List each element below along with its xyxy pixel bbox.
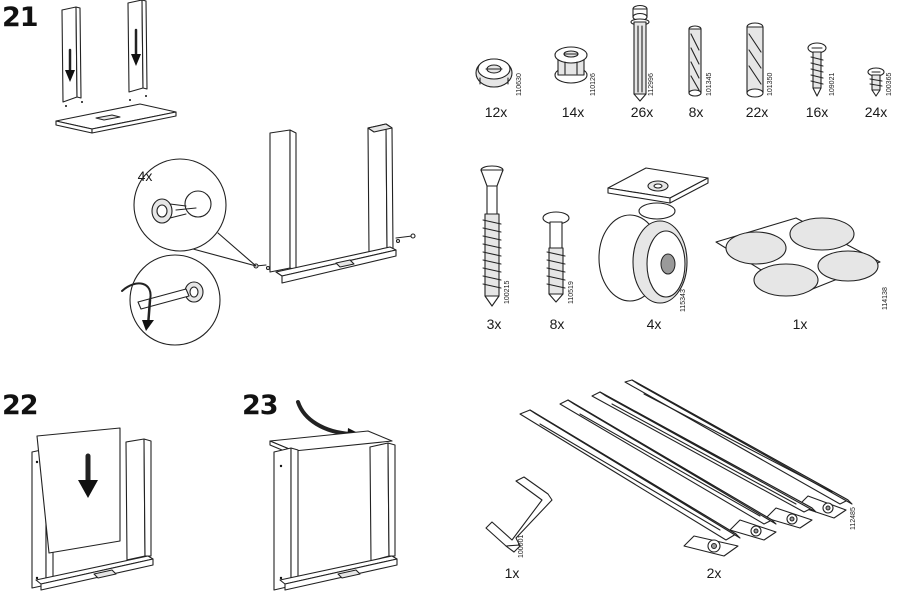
qty-screw-small: 24x bbox=[864, 104, 888, 120]
art-allen-key: 100001 bbox=[518, 534, 525, 558]
hw-cam-lock-icon bbox=[475, 58, 513, 88]
hw-felt-pads-icon bbox=[715, 217, 881, 297]
step21-carcass-assembly bbox=[253, 123, 416, 284]
step-number-23: 23 bbox=[242, 390, 279, 421]
art-wood-dowel-small: 101345 bbox=[706, 72, 713, 96]
art-screw-small: 100365 bbox=[886, 72, 893, 96]
qty-drawer-runners: 2x bbox=[706, 565, 722, 581]
step-number-21: 21 bbox=[2, 2, 39, 33]
art-wood-dowel-large: 101350 bbox=[767, 72, 774, 96]
qty-long-screw: 3x bbox=[486, 316, 502, 332]
step22-back-panel-insert bbox=[31, 427, 154, 591]
step21-side-panels-drop bbox=[55, 0, 177, 134]
qty-felt-pads: 1x bbox=[792, 316, 808, 332]
qty-wood-dowel-small: 8x bbox=[688, 104, 704, 120]
art-connector-bolt: 110519 bbox=[568, 281, 575, 304]
art-castor-wheel: 115343 bbox=[680, 289, 687, 312]
hw-screw-medium-icon bbox=[807, 42, 827, 97]
hw-screw-small-icon bbox=[867, 67, 885, 97]
art-long-screw: 100215 bbox=[504, 280, 511, 304]
hw-wood-dowel-large-icon bbox=[746, 22, 764, 98]
hw-allen-key-icon bbox=[485, 476, 553, 553]
qty-connector-bolt: 8x bbox=[549, 316, 565, 332]
qty-cam-bolt: 26x bbox=[630, 104, 654, 120]
detail-quantity: 4x bbox=[137, 168, 153, 184]
qty-cam-lock: 12x bbox=[484, 104, 508, 120]
art-felt-pads: 114138 bbox=[882, 287, 889, 310]
hw-cam-bolt-icon bbox=[630, 4, 650, 102]
art-drawer-runners: 112485 bbox=[850, 507, 857, 530]
qty-castor-wheel: 4x bbox=[646, 316, 662, 332]
art-cam-lock-large: 110126 bbox=[590, 73, 597, 96]
step23-top-panel-slide bbox=[269, 400, 398, 591]
hw-connector-bolt-icon bbox=[542, 211, 570, 303]
step21-detail-circles bbox=[121, 158, 257, 346]
step-number-22: 22 bbox=[2, 390, 39, 421]
qty-screw-medium: 16x bbox=[805, 104, 829, 120]
qty-allen-key: 1x bbox=[504, 565, 520, 581]
qty-cam-lock-large: 14x bbox=[561, 104, 585, 120]
hw-castor-wheel-icon bbox=[598, 167, 709, 304]
art-cam-lock: 110630 bbox=[516, 73, 523, 96]
art-screw-medium: 109021 bbox=[829, 72, 836, 96]
hw-wood-dowel-small-icon bbox=[688, 25, 702, 97]
hw-drawer-runners-icon bbox=[519, 379, 853, 557]
art-cam-bolt: 112996 bbox=[648, 73, 655, 96]
qty-wood-dowel-large: 22x bbox=[745, 104, 769, 120]
hw-cam-lock-large-icon bbox=[554, 46, 588, 84]
hw-long-screw-icon bbox=[480, 165, 504, 307]
